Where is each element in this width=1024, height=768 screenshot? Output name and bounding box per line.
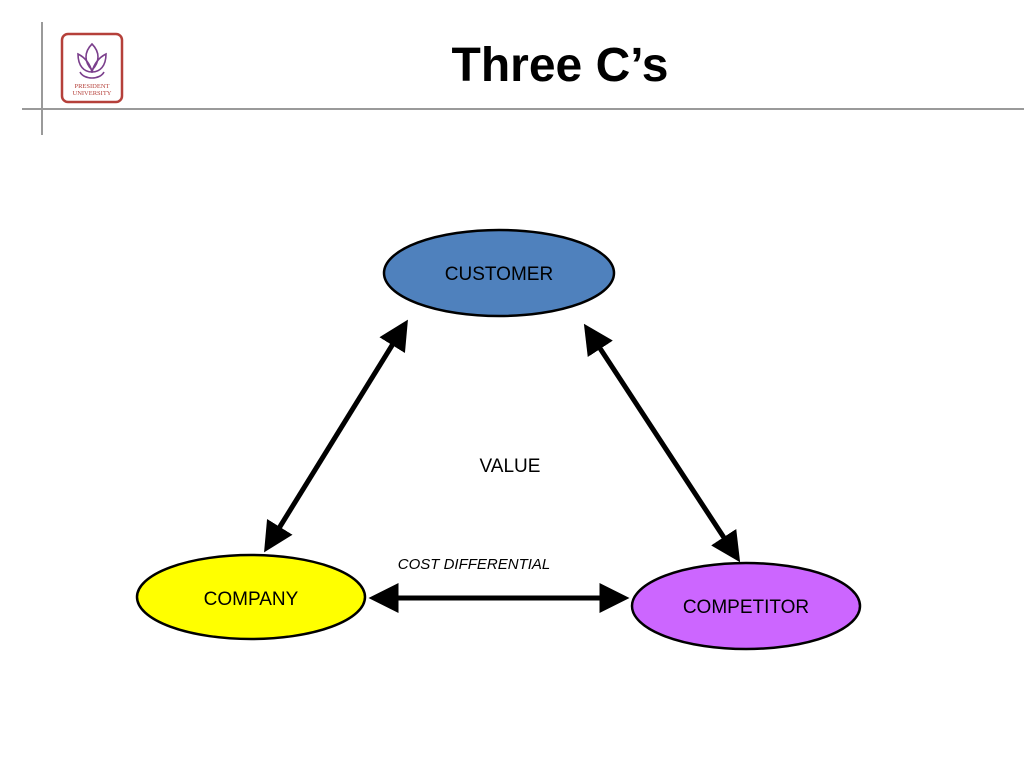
node-company-shape xyxy=(135,553,367,641)
node-company: COMPANY xyxy=(135,553,367,641)
president-university-logo: PRESIDENT UNIVERSITY xyxy=(60,32,124,104)
logo-text-top: PRESIDENT xyxy=(74,83,109,90)
node-customer-label: CUSTOMER xyxy=(445,264,553,285)
node-competitor-label: COMPETITOR xyxy=(683,597,809,618)
logo-text-bottom: UNIVERSITY xyxy=(73,90,112,97)
edge-customer-company xyxy=(264,319,408,553)
value-label: VALUE xyxy=(480,456,541,477)
node-company-label: COMPANY xyxy=(204,589,299,610)
node-customer-shape xyxy=(382,228,616,318)
node-competitor-shape xyxy=(630,561,862,651)
vertical-rule xyxy=(41,22,43,135)
node-competitor: COMPETITOR xyxy=(630,561,862,651)
slide-title: Three C’s xyxy=(451,39,669,92)
edge-customer-competitor xyxy=(583,323,741,563)
horizontal-rule xyxy=(22,108,1024,110)
node-customer: CUSTOMER xyxy=(382,228,616,318)
cost-differential-label: COST DIFFERENTIAL xyxy=(398,556,551,573)
